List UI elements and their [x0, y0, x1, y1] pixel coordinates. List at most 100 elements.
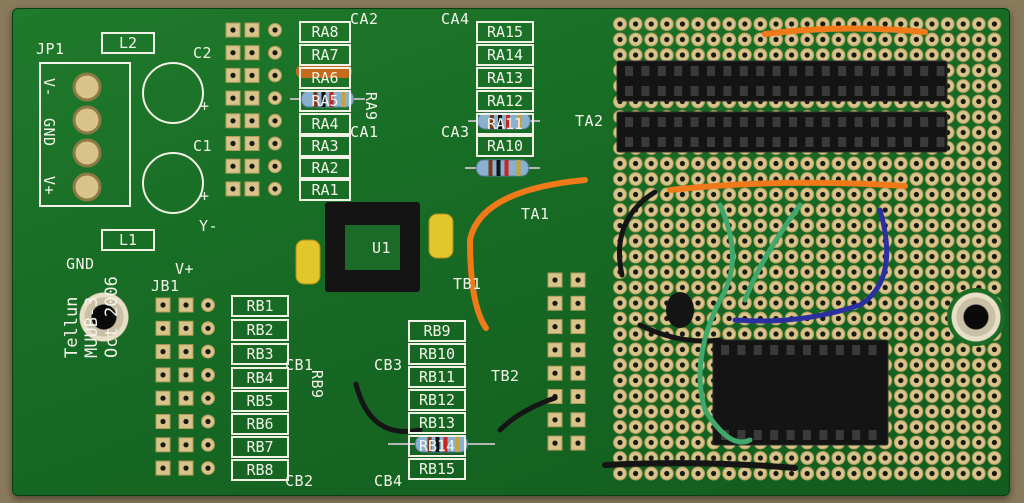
cap-label-cb4: CB4 — [374, 472, 403, 490]
drill-hole — [679, 269, 686, 275]
drill-hole — [960, 129, 966, 136]
drill-hole — [789, 455, 795, 461]
drill-hole — [272, 186, 278, 192]
drill-hole — [249, 72, 255, 78]
drill-hole — [820, 470, 826, 477]
drill-hole — [648, 269, 654, 275]
drill-hole — [804, 160, 810, 167]
drill-hole — [617, 470, 623, 477]
drill-hole — [160, 349, 166, 355]
drill-hole — [695, 176, 701, 182]
socket-pin — [690, 66, 699, 76]
drill-hole — [913, 176, 920, 182]
drill-hole — [789, 191, 795, 198]
capacitor-outline-c2 — [142, 62, 204, 124]
drill-hole — [867, 21, 873, 27]
drill-hole — [272, 140, 278, 147]
drill-hole — [945, 52, 951, 58]
drill-hole — [726, 455, 732, 461]
drill-hole — [757, 160, 764, 167]
drill-hole — [960, 160, 966, 167]
resistor-label-rb4: RB4 — [231, 367, 289, 389]
drill-hole — [230, 72, 236, 78]
jumper-wire — [732, 207, 890, 324]
socket-pin — [707, 66, 715, 76]
drill-hole — [835, 191, 842, 198]
drill-hole — [898, 455, 904, 461]
drill-hole — [898, 331, 904, 337]
drill-hole — [945, 362, 951, 368]
drill-hole — [552, 324, 558, 330]
drill-hole — [249, 95, 255, 101]
drill-hole — [882, 36, 888, 43]
mounting-hole-left — [75, 288, 133, 346]
drill-hole — [991, 114, 998, 120]
drill-hole — [742, 269, 748, 275]
socket-pin — [871, 137, 879, 147]
resistor-band — [329, 91, 334, 107]
drill-hole — [633, 222, 639, 229]
drill-hole — [205, 302, 211, 308]
drill-hole — [976, 238, 982, 244]
drill-hole — [742, 238, 748, 244]
drill-hole — [882, 160, 888, 167]
drill-hole — [851, 269, 857, 275]
resistor-band — [504, 160, 509, 176]
drill-hole — [679, 362, 686, 368]
drill-hole — [913, 253, 920, 260]
drill-hole — [617, 191, 623, 198]
drill-hole — [804, 222, 810, 229]
drill-hole — [898, 300, 904, 306]
drill-hole — [249, 118, 255, 124]
drill-hole — [230, 186, 236, 192]
drill-hole — [695, 424, 701, 430]
ic-socket — [712, 339, 889, 446]
socket-pin — [789, 137, 797, 147]
drill-hole — [160, 325, 166, 331]
resistor-band — [516, 160, 521, 176]
drill-hole — [929, 470, 935, 477]
drill-hole — [929, 439, 935, 446]
socket-pin — [674, 117, 683, 127]
drill-hole — [726, 207, 732, 213]
drill-hole — [976, 176, 982, 182]
drill-hole — [804, 36, 810, 43]
socket-pin — [770, 430, 779, 440]
drill-hole — [929, 393, 935, 399]
drill-hole — [742, 21, 748, 27]
jumper-label-jb1: JB1 — [151, 277, 180, 295]
drill-hole — [945, 439, 951, 446]
socket-pin — [737, 345, 746, 355]
drill-hole — [633, 455, 639, 461]
drill-hole — [960, 284, 966, 291]
drill-hole — [913, 455, 920, 461]
drill-hole — [679, 424, 686, 430]
drill-hole — [991, 67, 998, 74]
drill-hole — [617, 284, 623, 291]
ic-socket — [616, 111, 948, 153]
drill-hole — [617, 160, 623, 167]
drill-hole — [991, 98, 998, 105]
drill-hole — [695, 470, 701, 477]
drill-hole — [230, 27, 236, 33]
drill-hole — [929, 315, 935, 322]
socket-pin — [707, 86, 715, 96]
drill-hole — [757, 21, 764, 27]
socket-pin — [657, 117, 666, 127]
drill-hole — [960, 36, 966, 43]
drill-hole — [773, 160, 779, 167]
drill-hole — [882, 284, 888, 291]
drill-hole — [851, 470, 857, 477]
drill-hole — [679, 21, 686, 27]
drill-hole — [711, 269, 717, 275]
drill-hole — [913, 424, 920, 430]
socket-pin — [821, 66, 830, 76]
drill-hole — [552, 417, 558, 423]
drill-hole — [991, 238, 998, 244]
drill-hole — [726, 300, 732, 306]
resistor-body — [476, 159, 529, 177]
drill-hole — [789, 331, 795, 337]
drill-hole — [867, 455, 873, 461]
drill-hole — [711, 21, 717, 27]
drill-hole — [249, 140, 255, 147]
